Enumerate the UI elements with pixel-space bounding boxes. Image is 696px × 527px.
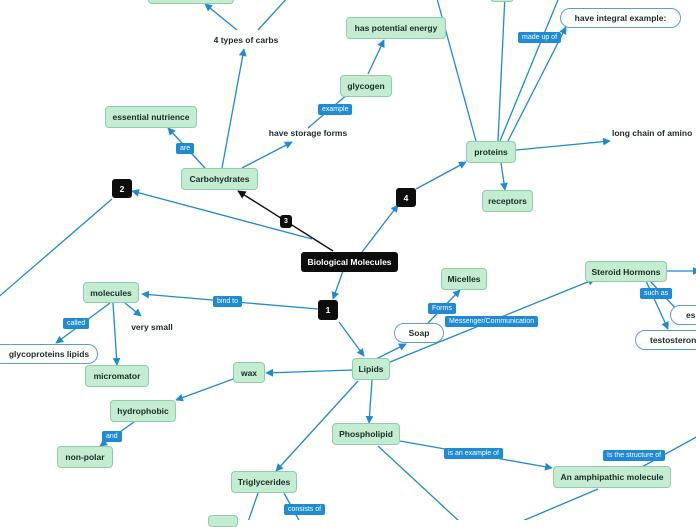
label-example: example	[318, 104, 353, 115]
node-molecules[interactable]: molecules	[83, 282, 139, 303]
node-have-storage-forms[interactable]: have storage forms	[268, 128, 348, 138]
label-made-up-of: made up of	[518, 32, 562, 43]
node-very-small[interactable]: very small	[131, 322, 173, 332]
node-top-center-partial[interactable]	[490, 0, 514, 2]
label-called: called	[63, 318, 90, 329]
node-bottom-left-partial[interactable]	[208, 515, 238, 527]
label-consists-of: consists of	[284, 504, 326, 515]
node-non-polar[interactable]: non-polar	[57, 446, 113, 468]
node-receptors[interactable]: receptors	[482, 190, 533, 212]
node-proteins[interactable]: proteins	[466, 141, 516, 163]
label-messenger-communication: Messenger/Communication	[445, 316, 539, 327]
node-glycoproteins-lipids[interactable]: glycoproteins lipids	[0, 344, 98, 364]
node-number-4[interactable]: 4	[396, 188, 416, 207]
node-soap[interactable]: Soap	[394, 323, 444, 343]
node-micelles[interactable]: Micelles	[441, 268, 487, 290]
node-amphipathic-molecule[interactable]: An amphipathic molecule	[553, 466, 671, 488]
node-number-1[interactable]: 1	[318, 300, 338, 320]
node-have-integral-example[interactable]: have integral example:	[560, 8, 681, 28]
node-triglycerides[interactable]: Triglycerides	[231, 471, 297, 493]
label-forms: Forms	[428, 303, 456, 314]
node-micromator[interactable]: micromator	[85, 365, 149, 387]
node-hydrophobic[interactable]: hydrophobic	[110, 400, 176, 422]
node-carbohydrates[interactable]: Carbohydrates	[181, 168, 258, 190]
label-is-the-structure-of: Is the structure of	[603, 450, 666, 461]
node-steroid-hormons[interactable]: Steroid Hormons	[585, 261, 667, 282]
node-long-chain-of-amino[interactable]: long chain of amino	[612, 128, 693, 138]
label-are: are	[176, 143, 195, 154]
node-has-potential-energy[interactable]: has potential energy	[346, 17, 446, 39]
label-such-as: such as	[640, 288, 673, 299]
node-testosterone-partial[interactable]: testosteron	[635, 330, 696, 350]
node-lipids[interactable]: Lipids	[352, 358, 390, 380]
node-number-3[interactable]: 3	[280, 215, 292, 228]
label-is-an-example-of: is an example of	[444, 448, 503, 459]
label-bind-to: bind to	[213, 296, 243, 307]
node-es-partial[interactable]: es	[670, 305, 696, 325]
node-wax[interactable]: wax	[233, 362, 265, 383]
node-essential-nutrience[interactable]: essential nutrience	[105, 106, 197, 128]
node-4-types-of-carbs[interactable]: 4 types of carbs	[213, 35, 279, 45]
node-top-left-partial[interactable]	[148, 0, 234, 4]
node-glycogen[interactable]: glycogen	[340, 75, 392, 97]
node-number-2[interactable]: 2	[112, 179, 132, 198]
node-biological-molecules[interactable]: Biological Molecules	[301, 252, 398, 272]
node-phospholipid[interactable]: Phospholipid	[332, 423, 400, 445]
label-and: and	[102, 431, 122, 442]
